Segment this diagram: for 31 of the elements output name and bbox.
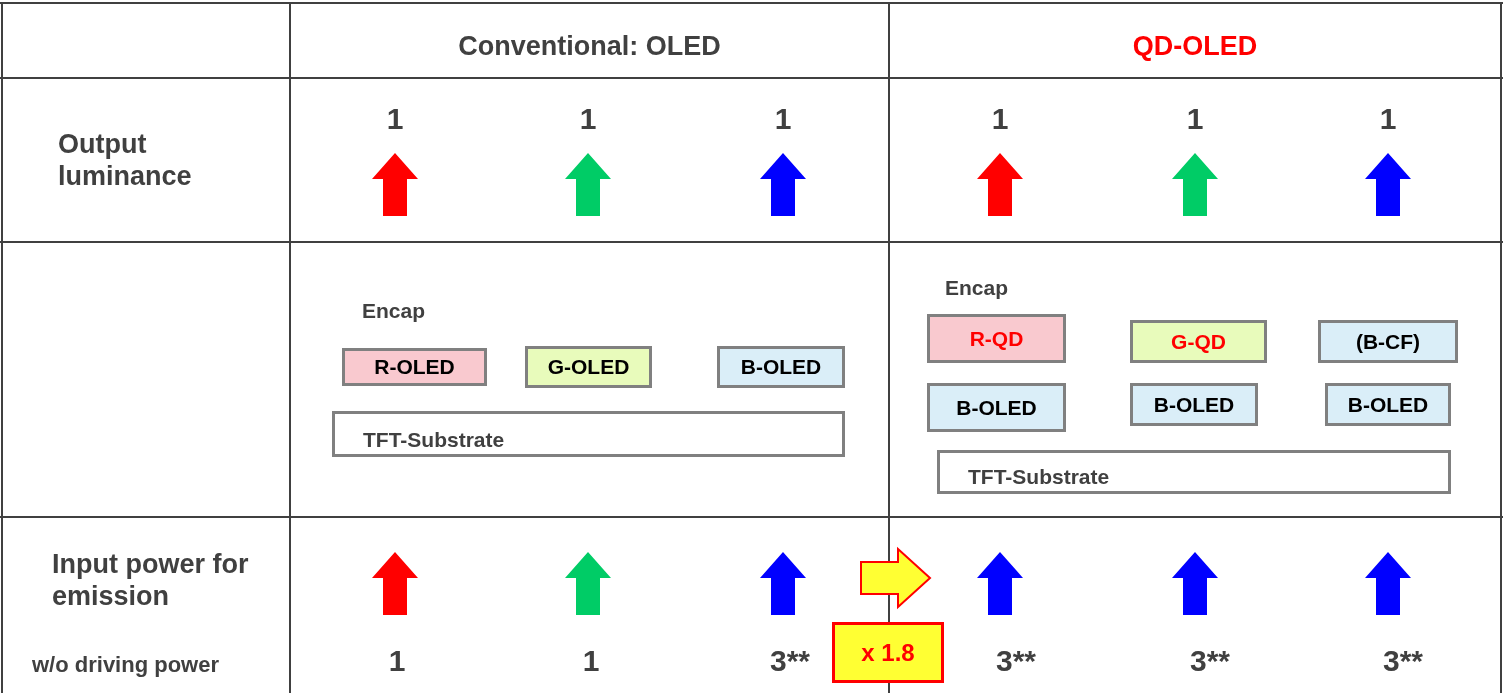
value-label: 1 — [387, 643, 407, 679]
layer-box: G-QD — [1130, 320, 1267, 363]
layer-box: G-OLED — [525, 346, 652, 388]
row-header: Output luminance — [58, 128, 193, 193]
value-label: 1 — [773, 101, 793, 137]
layer-box: B-OLED — [717, 346, 845, 388]
value-label: 1 — [385, 101, 405, 137]
value-label: 3** — [770, 643, 812, 679]
value-label: 3** — [1383, 643, 1425, 679]
column-header: Conventional: OLED — [457, 30, 722, 63]
layer-box: B-OLED — [1325, 383, 1451, 426]
value-label: 3** — [996, 643, 1038, 679]
value-label: 1 — [990, 101, 1010, 137]
value-label: 1 — [578, 101, 598, 137]
layer-box: R-QD — [927, 314, 1066, 363]
value-label: 1 — [1378, 101, 1398, 137]
layer-box: (B-CF) — [1318, 320, 1458, 363]
factor-box: x 1.8 — [832, 622, 944, 683]
layer-box: B-OLED — [927, 383, 1066, 432]
substrate-box: TFT-Substrate — [332, 411, 845, 457]
row-header: w/o driving power — [32, 652, 220, 679]
row-header: Input power for emission — [52, 548, 250, 613]
substrate-box: TFT-Substrate — [937, 450, 1451, 494]
value-label: 1 — [581, 643, 601, 679]
value-label: 3** — [1190, 643, 1232, 679]
layer-box: B-OLED — [1130, 383, 1258, 426]
value-label: 1 — [1185, 101, 1205, 137]
layer-label: Encap — [945, 275, 1010, 301]
layer-box: R-OLED — [342, 348, 487, 386]
column-header: QD-OLED — [1131, 30, 1259, 63]
layer-label: Encap — [362, 298, 427, 324]
